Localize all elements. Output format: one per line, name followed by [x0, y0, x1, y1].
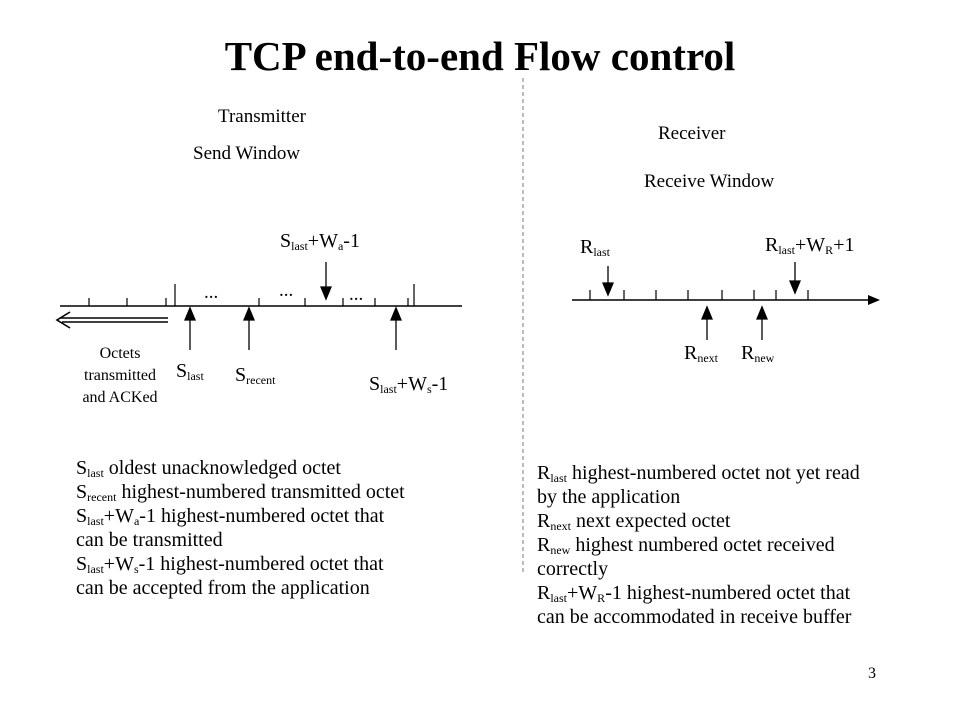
def-r-new-cont: correctly [537, 558, 609, 580]
def-r-next: Rnext next expected octet [537, 510, 731, 533]
marker-r-next: Rnext [684, 342, 719, 365]
send-axis-ticks [88, 284, 415, 306]
def-r-wr: Rlast+WR-1 highest-numbered octet that [537, 582, 851, 605]
def-s-wa: Slast+Wa-1 highest-numbered octet that [76, 505, 385, 528]
marker-r-last: Rlast [580, 236, 611, 259]
transmitter-heading: Transmitter [218, 106, 306, 127]
def-r-last-cont: by the application [537, 486, 681, 508]
def-s-wa-cont: can be transmitted [76, 529, 223, 551]
def-s-ws-cont: can be accepted from the application [76, 577, 370, 599]
marker-r-last-wr: Rlast+WR+1 [765, 234, 855, 257]
marker-s-last: Slast [176, 360, 204, 383]
octets-acked-label: Octets transmitted and ACKed [82, 345, 158, 406]
def-s-last: Slast oldest unacknowledged octet [76, 457, 341, 480]
marker-r-new: Rnew [741, 342, 775, 365]
receive-pointers [602, 262, 801, 340]
ellipsis-1: ... [204, 282, 219, 303]
receive-axis-arrowhead [868, 295, 880, 305]
ellipsis-2: ... [279, 280, 294, 301]
def-r-wr-cont: can be accommodated in receive buffer [537, 606, 852, 628]
send-pointers [184, 262, 402, 350]
def-r-new: Rnew highest numbered octet received [537, 534, 835, 557]
receive-axis-ticks [589, 290, 809, 300]
page-title: TCP end-to-end Flow control [224, 33, 736, 79]
receiver-heading: Receiver [658, 123, 726, 144]
transmitter-definitions: Slast oldest unacknowledged octet Srecen… [76, 456, 405, 600]
receive-window-label: Receive Window [644, 171, 775, 192]
marker-s-last-wa: Slast+Wa-1 [280, 230, 360, 253]
ellipsis-3: ... [349, 284, 364, 305]
marker-s-recent: Srecent [235, 364, 276, 387]
def-s-ws: Slast+Ws-1 highest-numbered octet that [76, 553, 384, 576]
page-number: 3 [868, 665, 876, 682]
def-r-last: Rlast highest-numbered octet not yet rea… [537, 462, 860, 485]
send-window-label: Send Window [193, 143, 301, 164]
acked-arrow [55, 311, 168, 329]
receiver-definitions: Rlast highest-numbered octet not yet rea… [537, 461, 860, 629]
def-s-recent: Srecent highest-numbered transmitted oct… [76, 481, 405, 504]
marker-s-last-ws: Slast+Ws-1 [369, 373, 449, 396]
